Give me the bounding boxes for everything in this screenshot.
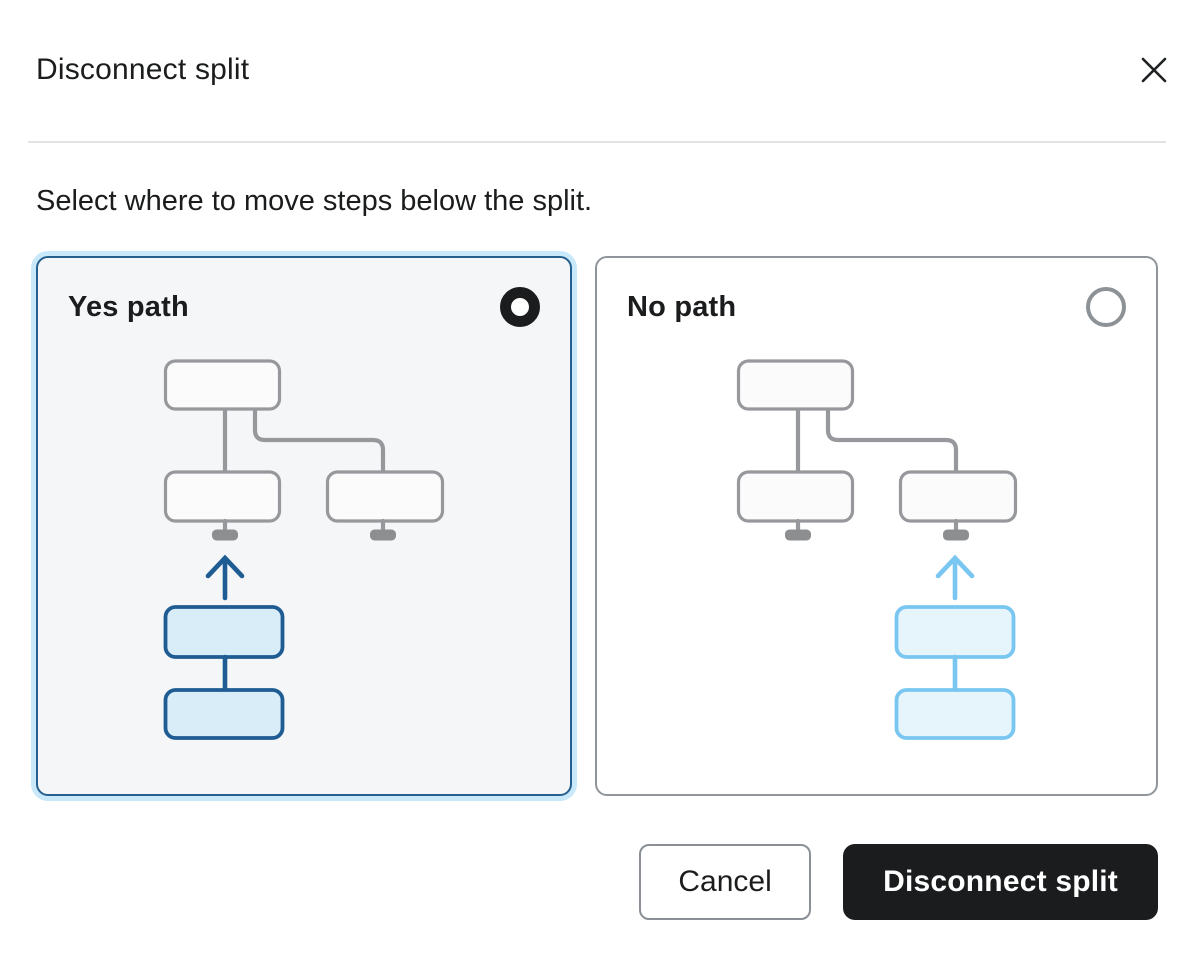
disconnect-split-button[interactable]: Disconnect split	[843, 844, 1158, 920]
radio-button-no[interactable]	[1086, 287, 1126, 327]
option-yes-header: Yes path	[68, 284, 540, 330]
header-divider	[28, 141, 1166, 143]
cancel-button[interactable]: Cancel	[639, 844, 812, 920]
option-no-path[interactable]: No path	[595, 256, 1158, 796]
modal-description: Select where to move steps below the spl…	[36, 185, 593, 217]
close-button[interactable]	[1137, 53, 1171, 87]
modal-header: Disconnect split	[0, 0, 1194, 90]
modal-title: Disconnect split	[36, 53, 250, 86]
yes-path-diagram	[163, 359, 445, 740]
radio-button-yes[interactable]	[500, 287, 540, 327]
option-yes-label: Yes path	[68, 290, 189, 323]
path-options: Yes path	[36, 256, 1158, 796]
no-path-diagram	[736, 359, 1017, 740]
option-no-header: No path	[627, 284, 1126, 330]
modal-footer: Cancel Disconnect split	[36, 844, 1158, 920]
option-no-label: No path	[627, 290, 737, 323]
option-yes-path[interactable]: Yes path	[36, 256, 572, 796]
close-icon	[1139, 55, 1169, 85]
